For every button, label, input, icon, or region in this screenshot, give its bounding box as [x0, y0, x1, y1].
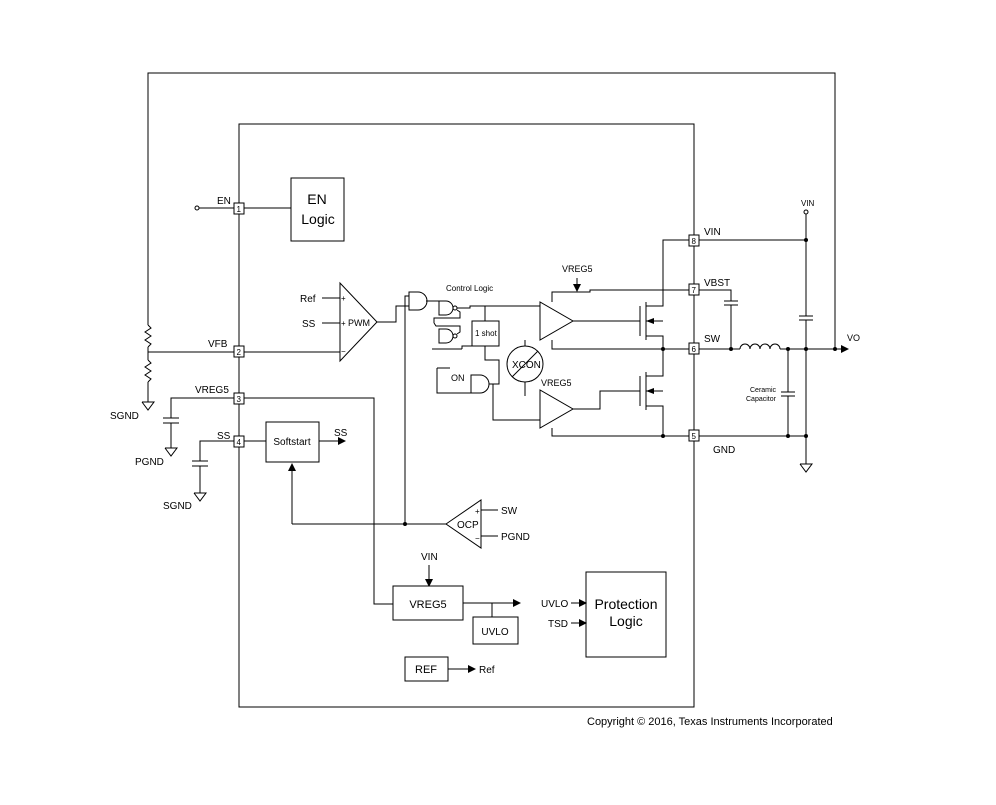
svg-text:UVLO: UVLO — [481, 627, 508, 638]
copyright-text: Copyright © 2016, Texas Instruments Inco… — [587, 716, 833, 728]
svg-text:VREG5: VREG5 — [409, 599, 446, 611]
ref-block: REF Ref — [404, 656, 495, 682]
svg-text:1 shot: 1 shot — [475, 329, 498, 338]
vreg5-pin-group: VREG5 3 PGND — [135, 385, 393, 605]
svg-text:Ref: Ref — [300, 294, 316, 305]
svg-text:Ref: Ref — [479, 665, 495, 676]
pgnd-label: PGND — [135, 457, 164, 468]
svg-text:VBST: VBST — [704, 278, 730, 289]
svg-text:1: 1 — [237, 205, 242, 214]
upper-driver — [539, 289, 694, 350]
svg-text:VREG5: VREG5 — [195, 385, 229, 396]
lower-driver: VREG5 — [539, 378, 694, 437]
ceramic-capacitor: Ceramic Capacitor — [746, 349, 795, 438]
en-pin-label: EN — [217, 196, 231, 207]
svg-text:SW: SW — [501, 506, 518, 517]
svg-text:2: 2 — [237, 348, 242, 357]
svg-text:4: 4 — [237, 438, 242, 447]
vin-pin-group: 8 VIN — [688, 227, 806, 247]
svg-text:+: + — [341, 294, 346, 303]
svg-text:5: 5 — [692, 432, 697, 441]
svg-text:VREG5: VREG5 — [541, 378, 572, 388]
svg-text:+: + — [341, 319, 346, 328]
svg-text:Softstart: Softstart — [273, 437, 310, 448]
svg-text:ON: ON — [451, 373, 465, 383]
svg-text:PWM: PWM — [348, 318, 370, 328]
vreg5-regulator-block: VIN VREG5 — [392, 552, 521, 621]
en-logic-block: EN Logic — [290, 177, 345, 242]
svg-text:VFB: VFB — [208, 339, 228, 350]
svg-text:Logic: Logic — [301, 211, 334, 227]
svg-text:TSD: TSD — [548, 619, 568, 630]
control-logic: Control Logic 1 shot ON — [408, 284, 540, 421]
svg-text:OCP: OCP — [457, 520, 479, 531]
softstart-block: Softstart SS — [265, 421, 348, 524]
svg-text:SS: SS — [334, 428, 348, 439]
xcon-block: XCON — [506, 340, 544, 396]
vin-supply: VIN — [799, 199, 815, 473]
low-side-mosfet — [639, 349, 665, 438]
feedback-loop-wire — [147, 72, 836, 349]
svg-text:−: − — [475, 534, 480, 543]
svg-text:Capacitor: Capacitor — [746, 396, 777, 403]
vbst-pin-group: 7 VBST — [688, 278, 738, 349]
svg-text:VREG5: VREG5 — [562, 264, 593, 274]
svg-text:VIN: VIN — [421, 552, 438, 563]
vo-label: VO — [847, 333, 860, 343]
svg-text:6: 6 — [692, 345, 697, 354]
vfb-pin-group: VFB 2 — [208, 339, 340, 358]
svg-text:SW: SW — [704, 334, 721, 345]
sw-pin-group: 6 SW — [688, 334, 740, 355]
svg-text:7: 7 — [692, 286, 697, 295]
high-side-mosfet — [639, 239, 694, 351]
uvlo-block: UVLO — [472, 616, 519, 645]
svg-text:GND: GND — [713, 445, 735, 456]
svg-text:VIN: VIN — [704, 227, 721, 238]
svg-text:SS: SS — [217, 431, 231, 442]
svg-text:EN: EN — [307, 191, 326, 207]
svg-text:Ceramic: Ceramic — [750, 387, 777, 394]
svg-text:3: 3 — [237, 395, 242, 404]
svg-text:SS: SS — [302, 319, 316, 330]
vreg5-top-supply: VREG5 — [562, 264, 593, 292]
sgnd-label-2: SGND — [163, 501, 192, 512]
svg-text:PGND: PGND — [501, 532, 530, 543]
svg-text:UVLO: UVLO — [541, 599, 568, 610]
svg-text:−: − — [341, 347, 346, 356]
sgnd-label-1: SGND — [110, 411, 139, 422]
svg-text:REF: REF — [415, 664, 437, 676]
ic-outline — [238, 123, 695, 708]
svg-text:Logic: Logic — [609, 613, 642, 629]
svg-text:XCON: XCON — [512, 360, 541, 371]
ss-pin-group: SS 4 SGND — [163, 431, 266, 512]
en-pin-group: EN 1 — [194, 196, 291, 215]
svg-text:Control Logic: Control Logic — [446, 284, 493, 293]
protection-logic-block: Protection Logic UVLO TSD — [541, 571, 667, 658]
pwm-comparator: PWM + + − Ref SS — [300, 281, 409, 363]
inductor: VO — [739, 333, 860, 353]
vin-ext-label: VIN — [801, 199, 815, 208]
ocp-comparator: OCP + − SW PGND — [292, 295, 530, 549]
svg-text:Protection: Protection — [594, 596, 657, 612]
resistor-divider: SGND — [110, 324, 234, 422]
svg-text:+: + — [475, 507, 480, 516]
svg-text:8: 8 — [692, 237, 697, 246]
